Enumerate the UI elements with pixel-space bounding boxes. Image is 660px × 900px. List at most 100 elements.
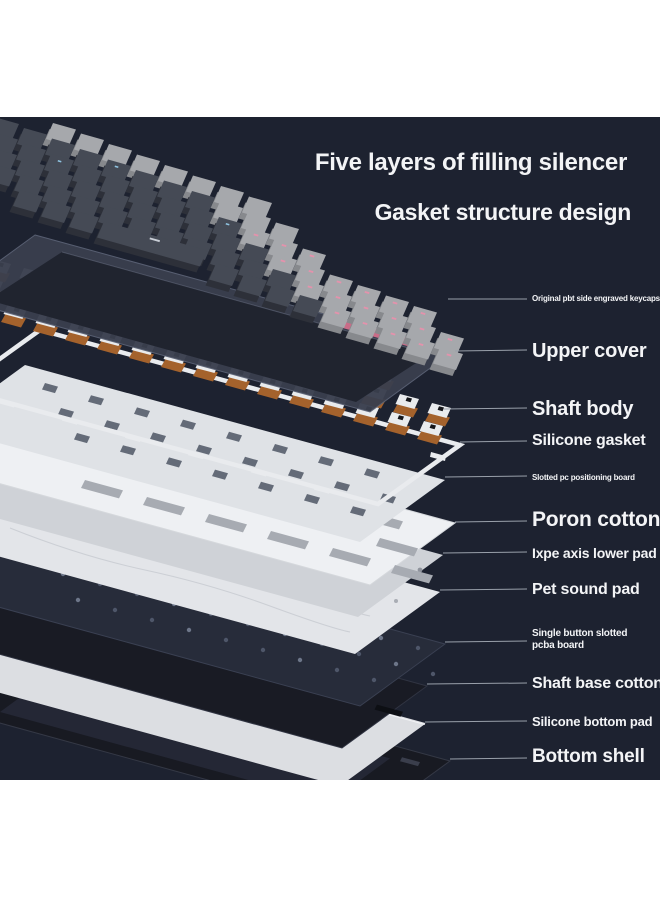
- keycap-legend-pink: [390, 332, 396, 336]
- layer-label-pet-sound-pad: Pet sound pad: [532, 581, 640, 598]
- keycap-legend-pink: [392, 301, 398, 305]
- switch-stem: [405, 397, 412, 403]
- keycap: [377, 326, 407, 349]
- layer-label-upper-cover: Upper cover: [532, 340, 647, 362]
- switch-base: [257, 385, 282, 400]
- pcba-pad: [260, 647, 266, 653]
- subheadline: Gasket structure design: [374, 199, 632, 225]
- keycap: [209, 263, 239, 286]
- layer-label-bottom-shell: Bottom shell: [532, 746, 645, 767]
- pcba-pad: [371, 677, 377, 683]
- gasket-tab: [430, 452, 446, 461]
- keycap-legend-pink: [308, 270, 314, 273]
- switch-base: [193, 367, 218, 382]
- keycap: [0, 118, 19, 140]
- poron-slot: [376, 538, 418, 557]
- layer-label-pcba-board: Single button slotted pcba board: [532, 628, 628, 651]
- layer-label-keycaps: Original pbt side engraved keycaps: [532, 294, 660, 303]
- exploded-stack: [0, 118, 528, 780]
- layer-label-silicone-bottom-pad: Silicone bottom pad: [532, 714, 653, 729]
- switch-base: [33, 322, 58, 337]
- keycap-legend-pink: [391, 317, 397, 320]
- keycap: [0, 134, 18, 156]
- pcba-pad: [112, 607, 118, 613]
- spacebar-dash: [149, 237, 160, 243]
- keycap-legend-blue: [57, 160, 62, 163]
- silicone-gasket-layer: [0, 327, 466, 507]
- keycap: [97, 221, 207, 267]
- switch-base: [425, 412, 450, 427]
- poron-slot: [391, 565, 433, 584]
- board-hole: [150, 432, 166, 443]
- board-hole: [42, 383, 58, 394]
- board-hole: [196, 444, 212, 455]
- switch-stem: [437, 406, 444, 412]
- keycap-legend-pink: [335, 296, 341, 299]
- pet-hole: [394, 599, 398, 603]
- pcba-pad: [334, 667, 340, 673]
- keycap: [0, 150, 17, 171]
- leader-ixpe-pad: [442, 551, 528, 554]
- poron-slot: [329, 548, 371, 567]
- poron-slot: [143, 497, 185, 516]
- gasket-tab: [62, 415, 78, 425]
- keycap-legend-pink: [364, 291, 370, 294]
- pcba-pad: [378, 635, 384, 641]
- board-hole: [212, 469, 228, 480]
- pet-trace: [9, 527, 351, 633]
- switch-base: [161, 358, 186, 373]
- pcba-pad: [297, 657, 303, 663]
- board-hole: [120, 445, 136, 456]
- keycap-legend-pink: [281, 244, 287, 247]
- keycap-legend-pink: [334, 311, 340, 315]
- keycap-legend-pink: [447, 338, 453, 341]
- switch-base: [225, 376, 250, 391]
- keycap-legend-pink: [280, 259, 286, 263]
- layer-label-ixpe-lower-pad: Ixpe axis lower pad: [532, 545, 657, 561]
- switch-base: [65, 331, 90, 346]
- leader-pcba: [444, 640, 528, 643]
- keycap: [69, 211, 99, 234]
- board-hole: [258, 481, 274, 492]
- layer-label-poron-cotton: Poron cotton: [532, 508, 660, 531]
- keycap: [405, 337, 435, 360]
- keycap: [349, 316, 379, 339]
- board-hole: [334, 481, 350, 492]
- keycap-legend-pink: [309, 254, 315, 258]
- layer-label-shaft-body: Shaft body: [532, 398, 634, 420]
- switch-base: [1, 313, 26, 328]
- gasket-tab: [314, 484, 330, 494]
- leader-bottom-shell: [449, 757, 528, 760]
- keycap: [265, 284, 295, 307]
- pcba-pad: [75, 597, 81, 603]
- layer-label-positioning-board: Slotted pc positioning board: [532, 473, 635, 482]
- poron-slot: [205, 514, 247, 533]
- board-hole: [226, 431, 242, 442]
- board-hole: [166, 457, 182, 468]
- pcba-pad: [186, 627, 192, 633]
- leader-poron-cotton: [454, 520, 528, 523]
- board-hole: [350, 506, 366, 517]
- switch-body: [387, 412, 411, 427]
- gasket-tab: [125, 433, 141, 442]
- keycap-legend-pink: [446, 353, 452, 357]
- pcba-pad: [223, 637, 229, 643]
- shell-rib: [400, 757, 420, 767]
- upper-cover-opening: [0, 252, 430, 402]
- board-hole: [318, 456, 334, 467]
- keycap: [237, 274, 267, 297]
- keycap-legend-pink: [362, 322, 368, 325]
- positioning-board-holes: [42, 383, 396, 517]
- leader-lines: [424, 298, 528, 760]
- switch-base: [353, 412, 378, 427]
- keycap-legend-pink: [336, 280, 342, 284]
- switch-base: [129, 349, 154, 364]
- poron-slot: [81, 480, 123, 499]
- shaft-base-slot: [374, 704, 403, 717]
- keycap-legend-pink: [419, 327, 425, 331]
- switch-base: [97, 340, 122, 355]
- headline: Five layers of filling silencer: [314, 149, 627, 176]
- layer-label-silicone-gasket: Silicone gasket: [532, 432, 646, 449]
- keycap-legend-pink: [253, 233, 259, 237]
- keycaps-layer: [0, 118, 464, 376]
